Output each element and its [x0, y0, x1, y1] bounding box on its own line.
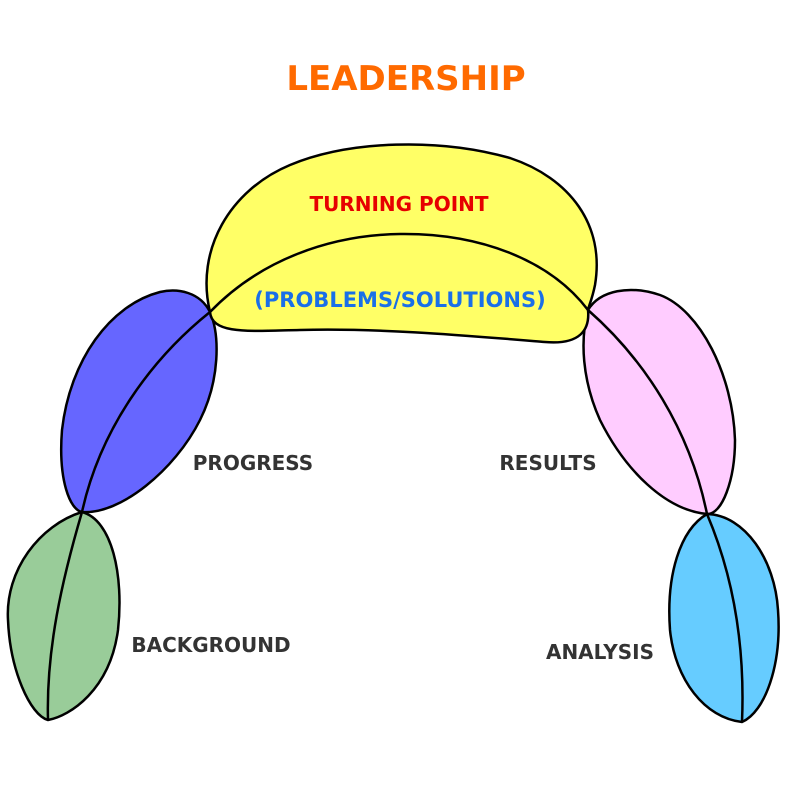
progress-lobe-seam	[80, 311, 211, 513]
diagram-title: LEADERSHIP	[286, 59, 525, 99]
turning-point-dome-arc	[209, 232, 589, 313]
progress-lobe-shape	[60, 289, 218, 514]
background-label: BACKGROUND	[131, 633, 290, 657]
analysis-lobe-seam	[705, 513, 744, 723]
analysis-lobe	[668, 512, 780, 724]
progress-label: PROGRESS	[193, 451, 313, 475]
turning-point-label: TURNING POINT	[309, 192, 488, 216]
analysis-label: ANALYSIS	[546, 640, 654, 664]
results-label: RESULTS	[499, 451, 596, 475]
background-lobe	[6, 510, 121, 722]
results-lobe	[582, 288, 737, 516]
turning-point-dome-shape	[205, 143, 598, 344]
progress-lobe	[60, 289, 218, 514]
analysis-lobe-shape	[668, 512, 780, 724]
results-lobe-seam	[587, 309, 709, 515]
background-lobe-seam	[46, 511, 84, 721]
background-lobe-shape	[6, 510, 121, 722]
turning-point-dome	[205, 143, 598, 344]
results-lobe-shape	[582, 288, 737, 516]
problems-solutions-label: (PROBLEMS/SOLUTIONS)	[254, 288, 545, 312]
